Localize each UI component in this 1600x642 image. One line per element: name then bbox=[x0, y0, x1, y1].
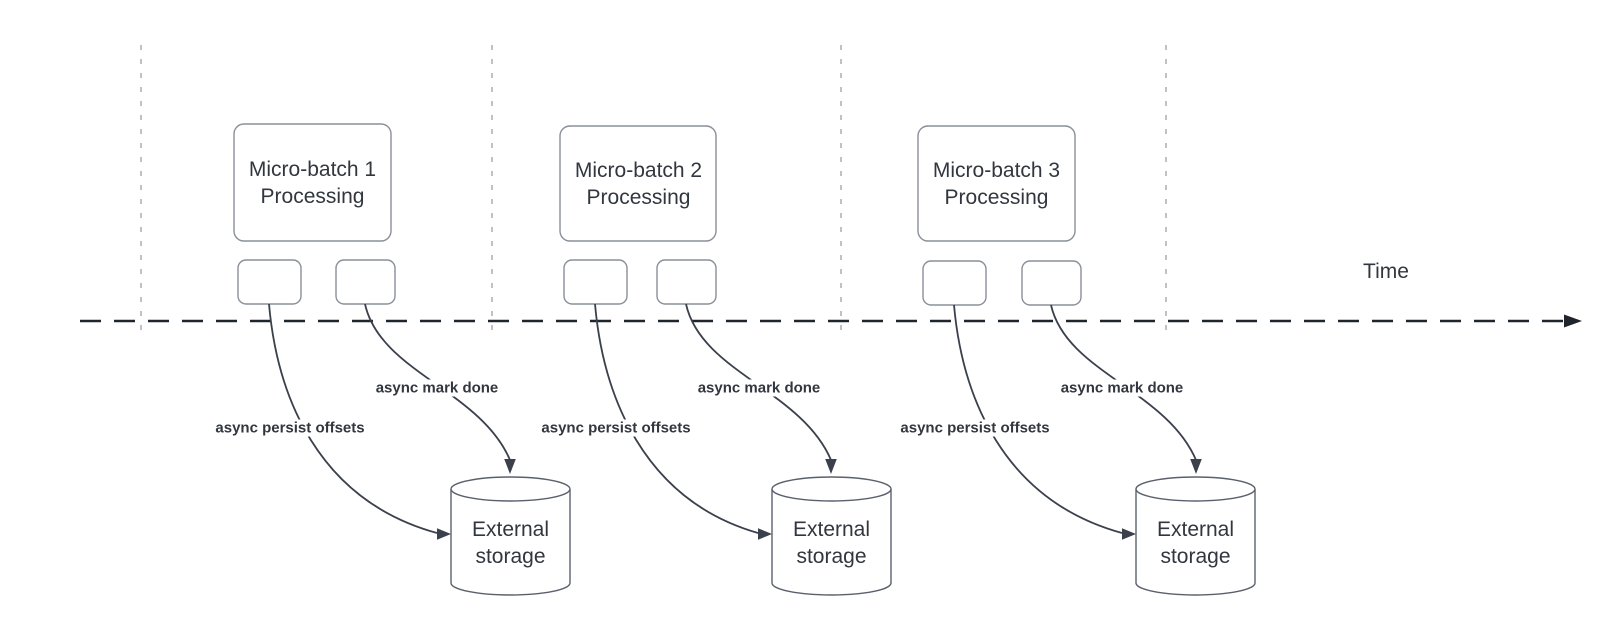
batch-1-external-storage-cylinder bbox=[450, 476, 571, 596]
batch-1-persist-offsets-arrow bbox=[268, 303, 438, 534]
batch-1-persist-offsets-task-box bbox=[237, 259, 302, 305]
storage-title-line: storage bbox=[1160, 545, 1231, 568]
cylinder-body bbox=[771, 489, 892, 596]
batch-3-external-storage-cylinder bbox=[1135, 476, 1256, 596]
storage-title-line: storage bbox=[796, 545, 867, 568]
batch-2-persist-offsets-arrowhead-icon bbox=[758, 528, 772, 540]
batch-2-external-storage-cylinder bbox=[771, 476, 892, 596]
storage-title-line: storage bbox=[475, 545, 546, 568]
microbatch-1-processing-label: Micro-batch 1 Processing bbox=[249, 156, 376, 210]
cylinder-top bbox=[771, 476, 892, 502]
batch-3-persist-offsets-task-box bbox=[922, 260, 987, 306]
node-title-line: Processing bbox=[944, 186, 1049, 209]
microbatch-2-processing-box bbox=[559, 125, 717, 242]
storage-title-line: External bbox=[1156, 518, 1235, 541]
batch-1-external-storage-label: External storage bbox=[472, 516, 549, 570]
batch-2-mark-done-arrow-label: async mark done bbox=[694, 379, 824, 397]
batch-3-persist-offsets-arrow-label: async persist offsets bbox=[897, 419, 1053, 437]
storage-title-line: External bbox=[471, 518, 550, 541]
node-title-line: Micro-batch 2 bbox=[574, 159, 703, 182]
batch-1-group bbox=[233, 123, 571, 596]
node-title-line: Micro-batch 3 bbox=[932, 159, 1061, 182]
batch-2-persist-offsets-task-box bbox=[563, 259, 628, 305]
batch-2-external-storage-label: External storage bbox=[793, 516, 870, 570]
cylinder-top bbox=[1135, 476, 1256, 502]
batch-2-persist-offsets-arrow-label: async persist offsets bbox=[538, 419, 694, 437]
batch-3-mark-done-arrow-label: async mark done bbox=[1057, 379, 1187, 397]
microbatch-3-processing-box bbox=[917, 125, 1076, 242]
batch-2-mark-done-arrowhead-icon bbox=[825, 459, 837, 474]
batch-1-persist-offsets-arrowhead-icon bbox=[437, 528, 451, 540]
time-axis-label: Time bbox=[1363, 260, 1409, 283]
batch-2-mark-done-task-box bbox=[656, 259, 717, 305]
cylinder-body bbox=[450, 489, 571, 596]
node-title-line: Micro-batch 1 bbox=[248, 158, 377, 181]
batch-1-mark-done-arrow-label: async mark done bbox=[372, 379, 502, 397]
microbatch-1-processing-box bbox=[233, 123, 392, 242]
cylinder-body bbox=[1135, 489, 1256, 596]
batch-3-mark-done-arrowhead-icon bbox=[1190, 459, 1202, 474]
batch-3-external-storage-label: External storage bbox=[1157, 516, 1234, 570]
time-axis-arrowhead-icon bbox=[1564, 314, 1582, 328]
node-title-line: Processing bbox=[586, 186, 691, 209]
storage-title-line: External bbox=[792, 518, 871, 541]
batch-1-mark-done-arrowhead-icon bbox=[504, 459, 516, 474]
node-title-line: Processing bbox=[260, 185, 365, 208]
batch-2-persist-offsets-arrow bbox=[594, 303, 759, 534]
batch-3-persist-offsets-arrow bbox=[953, 304, 1123, 534]
batch-1-mark-done-task-box bbox=[335, 259, 396, 305]
batch-2-group bbox=[559, 125, 892, 596]
cylinder-top bbox=[450, 476, 571, 502]
microbatch-3-processing-label: Micro-batch 3 Processing bbox=[933, 157, 1060, 211]
batch-3-persist-offsets-arrowhead-icon bbox=[1122, 528, 1136, 540]
batch-3-mark-done-task-box bbox=[1021, 260, 1082, 306]
microbatch-2-processing-label: Micro-batch 2 Processing bbox=[575, 157, 702, 211]
batch-1-persist-offsets-arrow-label: async persist offsets bbox=[212, 419, 368, 437]
